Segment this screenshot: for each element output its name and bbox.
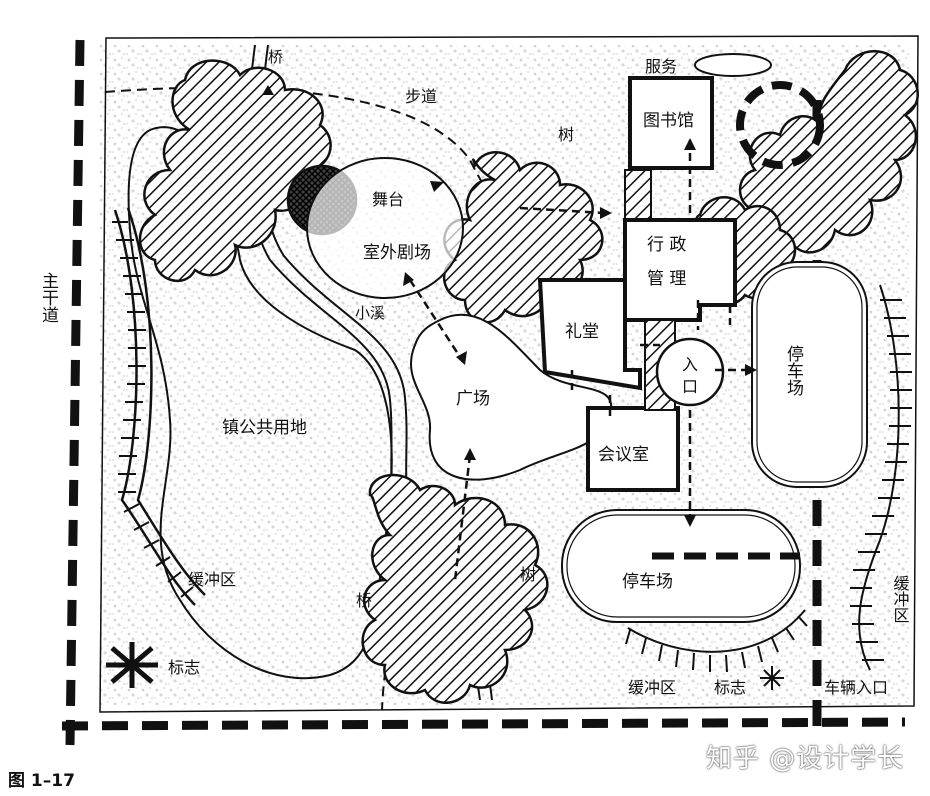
label-plaza: 广场 (456, 389, 490, 409)
parking-bottom-area (561, 509, 801, 623)
library-building (624, 76, 714, 221)
label-parking-right: 停车场 (783, 345, 804, 397)
label-tree-bottom: 树 (520, 565, 536, 584)
town-common-outline (127, 126, 393, 680)
service-ellipse (694, 53, 772, 77)
label-meeting-room: 会议室 (598, 445, 649, 465)
label-vehicle-entrance: 车辆入口 (824, 678, 888, 697)
parking-bottom-inner (566, 514, 796, 618)
parking-right-inner (756, 266, 863, 483)
buffer-bottom-teeth (625, 609, 808, 673)
watermark-text: 知乎 @设计学长 (706, 744, 905, 774)
parking-right-area (751, 261, 868, 488)
label-sign-left: 标志 (168, 658, 200, 677)
label-main-road: 主干道 (38, 272, 59, 323)
label-service: 服务 (645, 57, 677, 76)
label-sign-bottom: 标志 (714, 678, 746, 697)
label-auditorium: 礼堂 (565, 322, 599, 342)
tree-cluster-bottom (361, 473, 549, 704)
arrow-heads (262, 85, 757, 527)
label-buffer-right: 缓冲区 (891, 575, 910, 623)
outdoor-theater-area (306, 157, 464, 299)
diagram-labels: 桥 步道 服务 图书馆 树 舞台 室外剧场 行 政 管 理 小溪 礼堂 入 口 … (38, 48, 910, 697)
figure-caption: 图 1–17 (8, 771, 75, 791)
auditorium-building (537, 278, 642, 391)
label-entrance-line1: 入 (682, 355, 698, 374)
label-admin-line2: 管 理 (647, 269, 686, 289)
label-bridge-bottom: 桥 (356, 591, 372, 610)
label-library: 图书馆 (643, 111, 694, 131)
buffer-right-teeth (850, 284, 912, 671)
label-buffer-left: 缓冲区 (188, 570, 236, 589)
label-admin-line1: 行 政 (647, 235, 686, 255)
circulation-arrows (408, 140, 750, 581)
sign-marker-left (106, 642, 158, 688)
label-town-common: 镇公共用地 (222, 418, 307, 438)
dashed-circle-feature (736, 81, 824, 169)
site-boundary (99, 35, 919, 713)
label-outdoor-theater: 室外剧场 (363, 243, 431, 263)
label-tree-top: 树 (558, 125, 574, 144)
tree-cluster-top-left (138, 59, 332, 282)
sign-marker-bottom (760, 666, 784, 690)
label-buffer-bottom: 缓冲区 (628, 678, 676, 697)
entrance-circle (655, 337, 725, 407)
label-entrance-line2: 口 (682, 377, 698, 396)
label-stream: 小溪 (355, 304, 385, 322)
label-bridge-top: 桥 (268, 48, 283, 66)
label-stage: 舞台 (372, 190, 404, 209)
meeting-room-building (586, 319, 680, 492)
buffer-left (113, 207, 206, 606)
label-walkway: 步道 (405, 87, 437, 106)
label-parking-bottom: 停车场 (622, 572, 673, 592)
